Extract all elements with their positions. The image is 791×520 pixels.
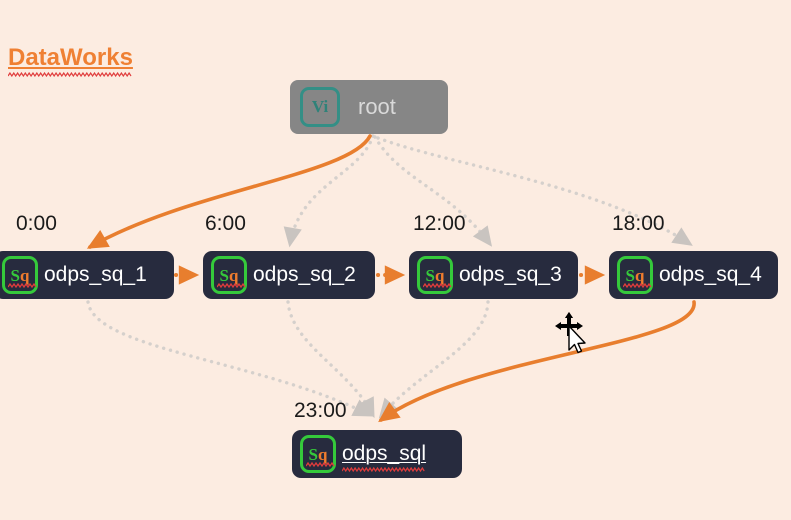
node-odps-sq-1[interactable]: Sq odps_sq_1 [0,251,174,299]
vi-badge-icon: Vi [300,87,340,127]
node-odps-sq-1-label: odps_sq_1 [44,263,147,286]
node-odps-sq-3-label: odps_sq_3 [459,263,562,286]
badge-spellcheck-squiggle-icon [306,462,335,467]
edge-root-to-sq3 [373,135,493,247]
sq-badge-icon: Sq [300,435,336,473]
time-label-sink: 23:00 [294,399,347,422]
node-root-label: root [358,94,396,119]
time-label-sq1: 0:00 [16,212,57,235]
sq-badge-text: Sq [219,265,239,285]
sq-badge-text: Sq [10,265,30,285]
node-root[interactable]: Vi root [290,80,448,134]
sq-badge-icon: Sq [2,256,38,294]
edge-root-to-sq2 [283,134,375,248]
node-odps-sql[interactable]: Sq odps_sql [292,430,462,478]
sq-badge-icon: Sq [617,256,653,294]
node-odps-sql-label: odps_sql [342,442,427,472]
node-odps-sq-2-label: odps_sq_2 [253,263,356,286]
edge-root-to-sq1-highlight [86,134,372,249]
sq-badge-text: Sq [425,265,445,285]
page-title-text: DataWorks [8,44,133,71]
node-odps-sq-3[interactable]: Sq odps_sq_3 [409,251,578,299]
time-label-sq3: 12:00 [413,212,466,235]
sq-badge-icon: Sq [211,256,247,294]
time-label-sq4: 18:00 [612,212,665,235]
vi-badge-text: Vi [311,97,329,116]
node-odps-sql-label-text: odps_sql [342,442,427,465]
label-spellcheck-squiggle-icon [342,467,425,472]
badge-spellcheck-squiggle-icon [217,283,246,288]
sq-badge-text: Sq [308,444,328,464]
node-odps-sq-4[interactable]: Sq odps_sq_4 [609,251,778,299]
sq-badge-text: Sq [625,265,645,285]
edge-root-to-sq4 [376,136,693,246]
edge-sq1-to-sink [86,300,374,417]
sq-badge-icon: Sq [417,256,453,294]
badge-spellcheck-squiggle-icon [623,283,652,288]
time-label-sq2: 6:00 [205,212,246,235]
node-odps-sq-2[interactable]: Sq odps_sq_2 [203,251,375,299]
edge-sq4-to-sink-highlight [378,300,696,423]
badge-spellcheck-squiggle-icon [8,283,37,288]
edge-sq3-to-sink [378,300,490,419]
node-odps-sq-4-label: odps_sq_4 [659,263,762,286]
edge-sq2-to-sink [286,300,375,419]
badge-spellcheck-squiggle-icon [423,283,452,288]
